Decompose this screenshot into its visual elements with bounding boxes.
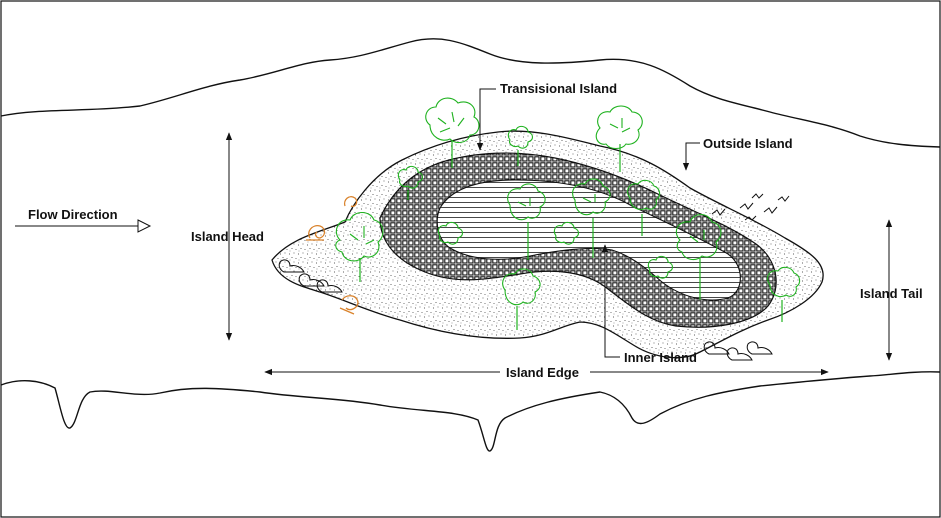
lower-riverbank <box>0 371 941 452</box>
tree-icon <box>767 266 801 322</box>
island-head-label: Island Head <box>191 229 264 244</box>
tree-icon <box>437 221 674 279</box>
island-tail-label: Island Tail <box>860 286 923 301</box>
snail-icon <box>306 196 359 315</box>
tree-icon <box>675 213 722 300</box>
tree-icon <box>507 125 534 166</box>
tree-icon <box>335 211 384 282</box>
tree-icon <box>425 97 480 168</box>
flow-direction-arrow <box>15 219 152 233</box>
outside-island-label: Outside Island <box>703 136 793 151</box>
inner-island-label: Inner Island <box>624 350 697 365</box>
tree-icon <box>502 268 541 330</box>
transitional-island-label: Transisional Island <box>500 81 617 96</box>
bird-icon <box>711 193 790 221</box>
tree-icon <box>397 165 424 200</box>
inner-island-zone <box>436 179 741 301</box>
transitional-island-leader <box>476 88 496 151</box>
island-edge-label: Island Edge <box>506 365 579 380</box>
tree-icon <box>627 179 661 236</box>
upper-riverbank <box>0 38 941 148</box>
outside-island-leader <box>682 142 700 171</box>
island-edge-label-backdrop <box>500 363 590 381</box>
flow-direction-label: Flow Direction <box>28 207 118 222</box>
duck-icon <box>278 259 773 361</box>
inner-island-leader <box>601 244 620 358</box>
tree-icon <box>572 178 611 258</box>
tree-icon <box>595 105 643 172</box>
tree-icon <box>507 183 546 260</box>
